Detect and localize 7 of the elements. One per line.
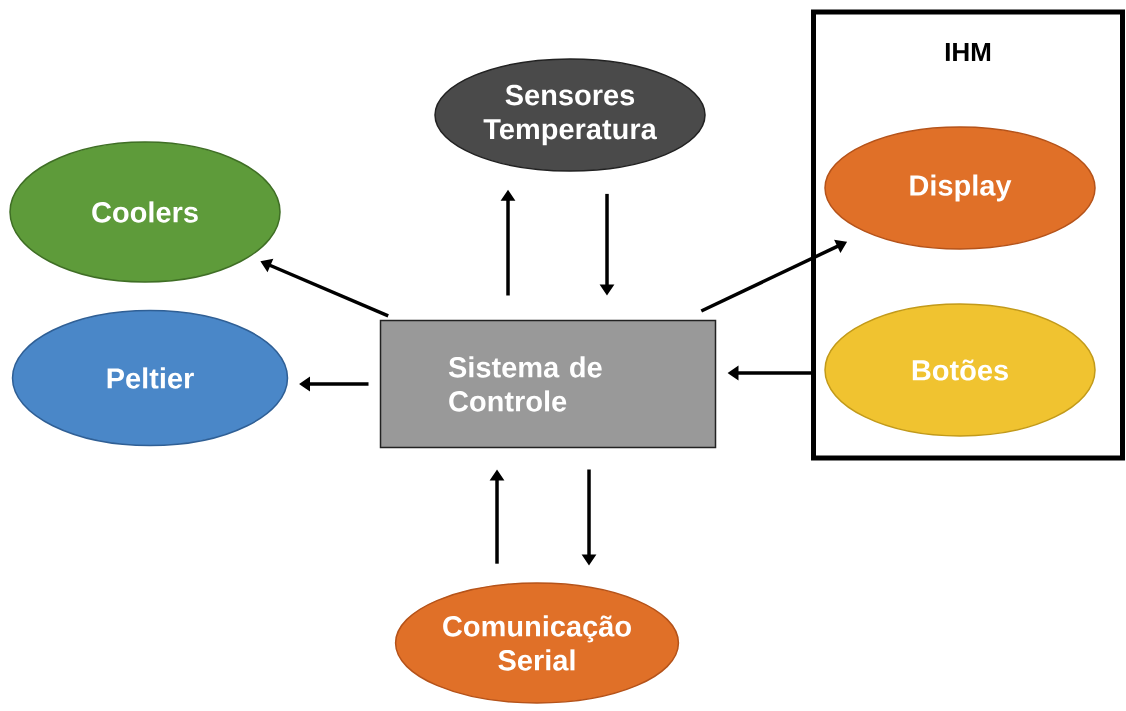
oval-node: Comunicação Serial — [394, 582, 680, 704]
process-box: Sistema de Controle — [379, 319, 717, 449]
oval-node: Display — [824, 126, 1096, 250]
oval-node: Peltier — [11, 309, 289, 447]
oval-node: Coolers — [9, 141, 281, 283]
oval-node: Botões — [824, 303, 1096, 437]
oval-node: Sensores Temperatura — [434, 58, 706, 172]
